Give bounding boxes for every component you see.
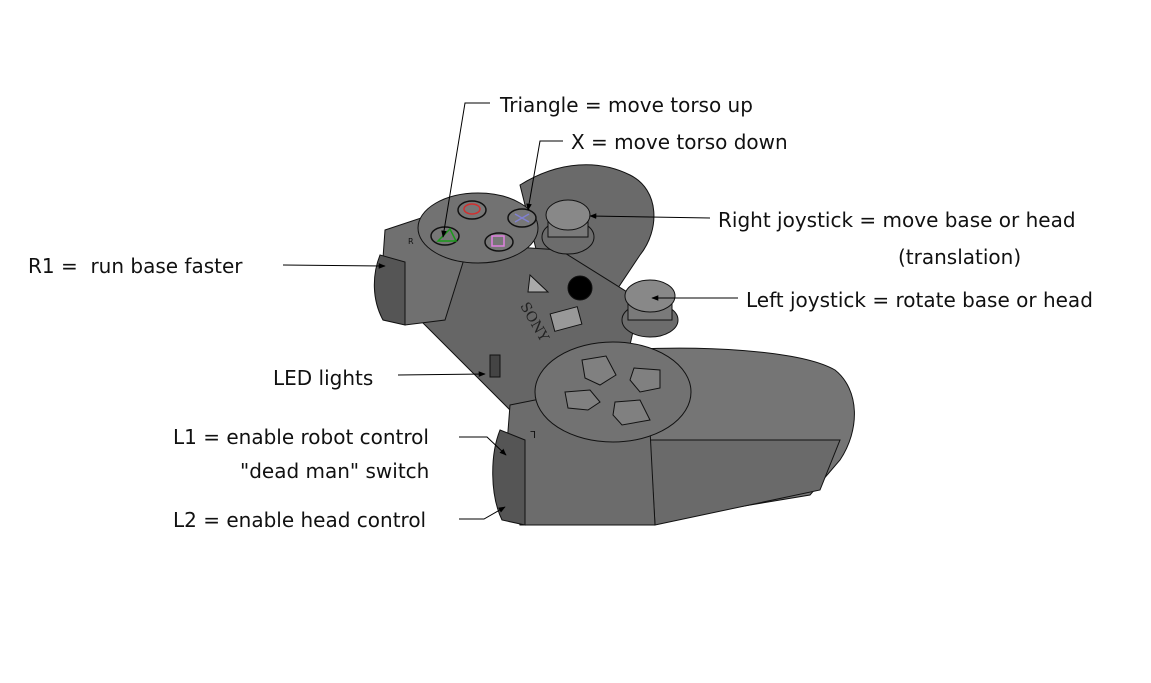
- r1-label: R1 = run base faster: [28, 254, 243, 278]
- l1-label: L1 = enable robot control: [173, 425, 429, 449]
- l1-leader: [459, 436, 507, 456]
- leader-lines: [282, 102, 738, 520]
- l2-leader: [459, 506, 506, 520]
- x-label: X = move torso down: [571, 130, 788, 154]
- triangle-leader: [441, 102, 490, 238]
- left-joystick-label: Left joystick = rotate base or head: [746, 288, 1093, 312]
- square-button-icon: [491, 235, 505, 247]
- circle-button-icon: [463, 203, 481, 215]
- right-joystick-label: Right joystick = move base or head: [718, 208, 1076, 232]
- triangle-label: Triangle = move torso up: [500, 93, 753, 117]
- led-leader: [397, 371, 486, 377]
- right-joystick-note: (translation): [898, 245, 1022, 269]
- r1-leader: [282, 263, 386, 269]
- face-buttons: [430, 200, 537, 252]
- r-marker: R: [408, 237, 414, 246]
- l1-note: "dead man" switch: [240, 459, 430, 483]
- x-button-icon: [514, 213, 530, 223]
- l-marker: L: [530, 428, 536, 439]
- right-joystick-leader: [589, 213, 711, 219]
- l2-label: L2 = enable head control: [173, 508, 427, 532]
- x-leader: [526, 140, 563, 211]
- led-label: LED lights: [273, 366, 374, 390]
